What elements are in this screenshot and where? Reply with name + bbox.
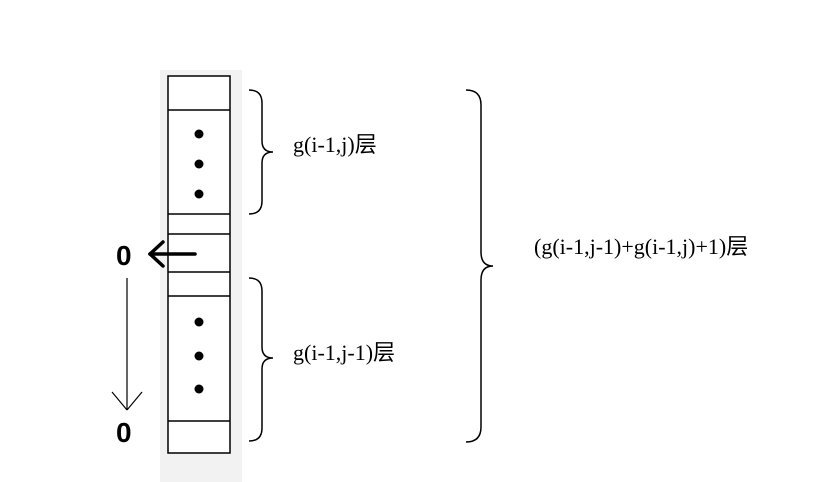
upper-brace-label: g(i-1,j)层 <box>293 132 377 157</box>
lower-ellipsis <box>194 317 204 394</box>
total-brace <box>465 89 494 443</box>
upper-brace <box>248 89 274 215</box>
layer-column <box>167 75 231 454</box>
zero-marker-top: 0 <box>116 240 132 271</box>
total-brace-label: (g(i-1,j-1)+g(i-1,j)+1)层 <box>534 234 748 259</box>
down-arrow-icon <box>111 278 143 411</box>
lower-brace-label: g(i-1,j-1)层 <box>293 340 395 365</box>
upper-ellipsis <box>194 129 204 199</box>
left-arrow-icon <box>148 240 197 268</box>
zero-marker-bottom: 0 <box>116 417 132 448</box>
lower-brace <box>248 277 274 442</box>
